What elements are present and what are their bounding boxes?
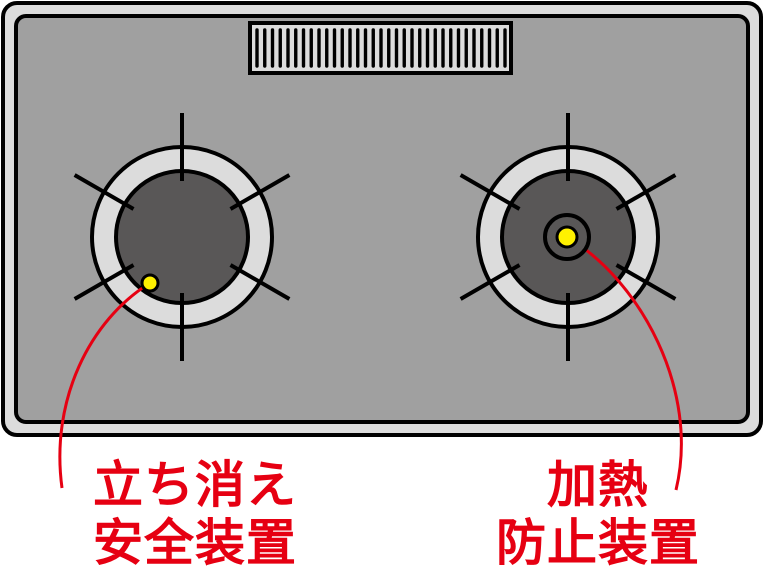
trivet-spoke <box>73 263 135 301</box>
burner-cap <box>114 169 250 305</box>
flame-failure-safety-label: 立ち消え 安全装置 <box>91 454 298 574</box>
trivet-spoke <box>615 263 677 301</box>
label-line: 安全装置 <box>91 512 298 574</box>
trivet-spoke <box>459 173 521 211</box>
overheat-sensor <box>555 225 579 249</box>
trivet-spoke <box>229 263 291 301</box>
left-burner <box>73 113 291 361</box>
trivet-spoke <box>229 173 291 211</box>
right-leader-line <box>566 235 683 491</box>
flame-failure-sensor <box>140 273 160 293</box>
overheat-prevention-label: 加熱 防止装置 <box>478 454 718 574</box>
trivet-spoke <box>459 263 521 301</box>
label-line: 加熱 <box>545 454 650 516</box>
label-line: 立ち消え <box>91 454 298 516</box>
trivet-spoke <box>615 173 677 211</box>
left-leader-line <box>58 281 151 489</box>
trivet-spoke <box>73 173 135 211</box>
label-line: 防止装置 <box>494 512 701 574</box>
exhaust-vent <box>248 21 513 75</box>
